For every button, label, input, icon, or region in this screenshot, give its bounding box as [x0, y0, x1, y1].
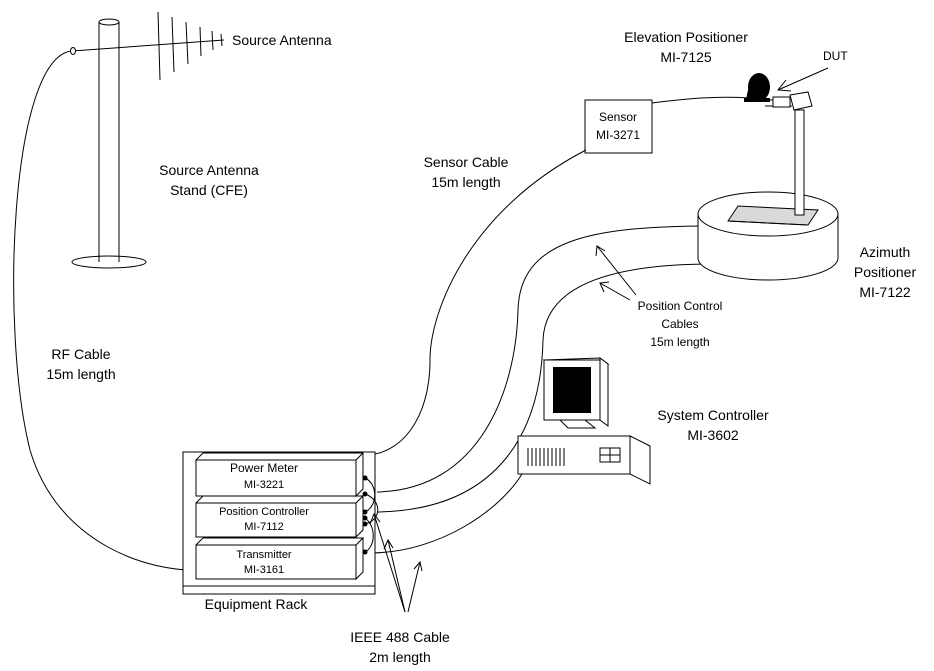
label-antenna-stand-1: Source Antenna [159, 162, 259, 178]
ieee-cable-controller [371, 473, 523, 554]
sensor-wire [651, 96, 749, 104]
label-position-controller-model: MI-7112 [244, 521, 284, 533]
sensor-box [584, 99, 653, 154]
label-sensor: Sensor [599, 110, 637, 124]
label-ieee-cable-length: 2m length [369, 649, 430, 665]
ieee-488-loops [362, 475, 379, 555]
position-cable-arrows [595, 245, 637, 301]
label-azimuth-positioner: Positioner [854, 264, 917, 280]
label-transmitter: Transmitter [236, 549, 292, 561]
label-system-controller: System Controller [657, 407, 769, 423]
label-position-control: Position Control [638, 299, 723, 313]
label-azimuth: Azimuth [860, 244, 911, 260]
rf-cable [13, 50, 201, 571]
source-antenna [70, 11, 225, 81]
label-ieee-cable: IEEE 488 Cable [350, 629, 450, 645]
ieee-cable-arrows [369, 512, 423, 613]
label-elevation-positioner: Elevation Positioner [624, 29, 748, 45]
drive-slots [527, 448, 565, 466]
dut-arrow [777, 67, 829, 92]
label-antenna-stand-2: Stand (CFE) [170, 182, 248, 198]
system-controller-computer [517, 357, 651, 485]
azimuth-positioner [697, 191, 839, 281]
sensor-cable [364, 149, 587, 456]
label-position-control-length: 15m length [650, 335, 709, 349]
label-position-control-cables: Cables [661, 317, 698, 331]
position-control-cable-2 [376, 263, 714, 513]
label-dut: DUT [823, 49, 848, 63]
label-sensor-cable: Sensor Cable [424, 154, 509, 170]
label-transmitter-model: MI-3161 [244, 564, 284, 576]
label-azimuth-model: MI-7122 [859, 284, 911, 300]
label-equipment-rack: Equipment Rack [205, 596, 309, 612]
label-sensor-model: MI-3271 [596, 128, 640, 142]
dut-device [744, 73, 770, 102]
equipment-rack [182, 451, 376, 595]
position-control-cable-1 [376, 225, 714, 493]
label-sensor-cable-length: 15m length [431, 174, 500, 190]
label-rf-cable: RF Cable [51, 346, 110, 362]
label-power-meter-model: MI-3221 [244, 479, 284, 491]
label-rf-cable-length: 15m length [46, 366, 115, 382]
label-system-controller-model: MI-3602 [687, 427, 739, 443]
label-power-meter: Power Meter [230, 461, 298, 475]
label-elevation-model: MI-7125 [660, 49, 712, 65]
source-antenna-stand [71, 18, 147, 269]
label-source-antenna: Source Antenna [232, 32, 332, 48]
label-position-controller: Position Controller [219, 506, 309, 518]
